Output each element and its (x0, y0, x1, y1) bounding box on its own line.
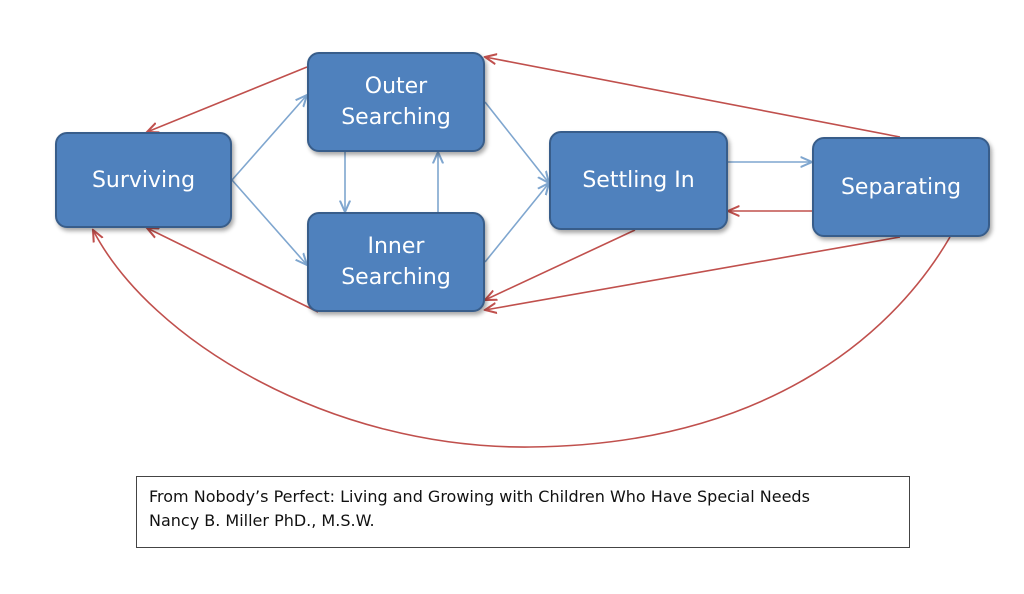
arrow-separating-to-inner (485, 236, 901, 310)
node-surviving: Surviving (55, 132, 232, 228)
arrow-outer-to-settling (484, 101, 549, 183)
arrow-surviving-to-inner (231, 179, 307, 265)
citation-author: Nancy B. Miller PhD., M.S.W. (149, 511, 375, 530)
arrow-settling-to-inner (485, 229, 636, 300)
node-separating: Separating (812, 137, 990, 237)
node-settling-in-label: Settling In (582, 168, 695, 193)
node-outer-searching: Outer Searching (307, 52, 485, 152)
arrow-inner-to-surviving (147, 228, 319, 313)
node-settling-in: Settling In (549, 131, 728, 230)
citation-box: From Nobody’s Perfect: Living and Growin… (136, 476, 910, 548)
arrow-inner-to-settling (484, 183, 549, 263)
citation-title: From Nobody’s Perfect: Living and Growin… (149, 487, 810, 506)
node-inner-searching-label: Inner Searching (341, 234, 451, 290)
arrow-separating-to-surviving (93, 230, 951, 448)
node-inner-searching: Inner Searching (307, 212, 485, 312)
node-outer-searching-label: Outer Searching (341, 74, 451, 130)
arrow-surviving-to-outer (231, 95, 307, 181)
node-separating-label: Separating (840, 174, 962, 200)
arrow-outer-to-surviving (147, 66, 308, 132)
node-surviving-label: Surviving (91, 167, 196, 193)
arrow-separating-to-outer (485, 57, 901, 138)
